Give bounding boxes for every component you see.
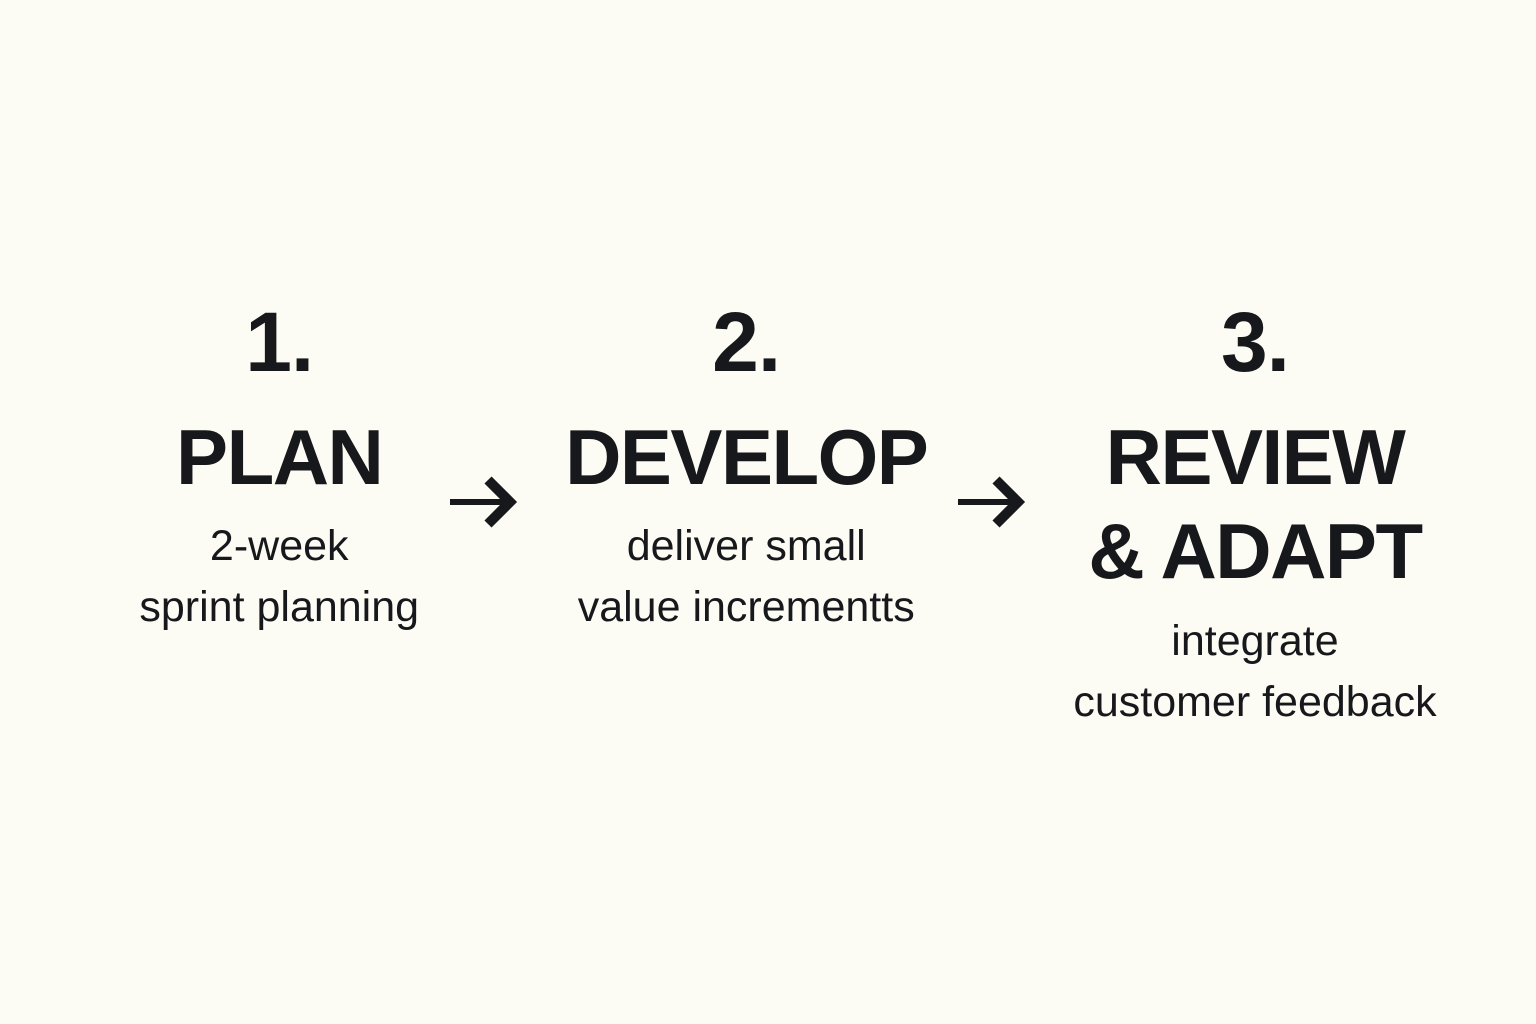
step-subtitle-line: integrate bbox=[1171, 616, 1339, 665]
step-title-line: & ADAPT bbox=[1088, 507, 1423, 596]
step-title-line: DEVELOP bbox=[565, 413, 929, 501]
right-arrow-icon bbox=[955, 472, 1045, 532]
step-title: REVIEW & ADAPT bbox=[1088, 410, 1423, 599]
right-arrow-icon bbox=[447, 472, 537, 532]
flow-row: 1. PLAN 2-week sprint planning 2. DEVELO… bbox=[139, 300, 1436, 733]
step-subtitle: integrate customer feedback bbox=[1073, 611, 1436, 733]
step-title-line: REVIEW bbox=[1105, 413, 1406, 501]
step-title: PLAN bbox=[176, 410, 384, 504]
step-plan: 1. PLAN 2-week sprint planning bbox=[139, 300, 419, 638]
step-subtitle: deliver small value incrementts bbox=[578, 516, 915, 638]
step-develop: 2. DEVELOP deliver small value increment… bbox=[565, 295, 929, 638]
step-title: DEVELOP bbox=[565, 410, 929, 504]
step-subtitle-line: 2-week bbox=[209, 522, 349, 571]
step-subtitle-line: value incrementts bbox=[577, 583, 915, 632]
step-number: 1. bbox=[245, 295, 314, 389]
step-subtitle-line: sprint planning bbox=[139, 583, 420, 632]
step-subtitle: 2-week sprint planning bbox=[139, 516, 419, 638]
step-subtitle-line: deliver small bbox=[626, 522, 866, 571]
step-review-adapt: 3. REVIEW & ADAPT integrate customer fee… bbox=[1073, 300, 1436, 733]
step-number: 2. bbox=[712, 295, 781, 389]
step-title-line: PLAN bbox=[176, 413, 384, 501]
step-subtitle-line: customer feedback bbox=[1073, 677, 1437, 726]
step-number: 3. bbox=[1220, 295, 1290, 389]
